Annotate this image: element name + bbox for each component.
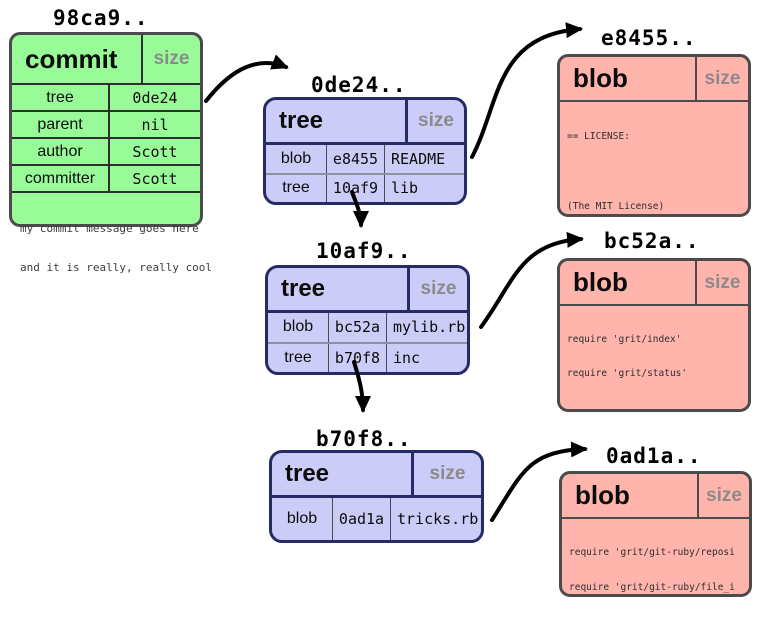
label-tree2-hash: b70f8.. [316, 427, 412, 451]
blob2-header: blob size [562, 474, 749, 519]
blob2-object-box: blob size require 'grit/git-ruby/reposi … [559, 471, 752, 597]
entry-type: blob [266, 145, 327, 173]
commit-message: my commit message goes here and it is re… [12, 193, 213, 300]
tree2-header: tree size [272, 453, 481, 498]
entry-hash: 10af9 [327, 174, 385, 202]
label-tree0-hash: 0de24.. [311, 73, 407, 97]
blob1-header: blob size [560, 261, 748, 306]
code-line: == LICENSE: [567, 131, 630, 142]
row-label: author [12, 139, 110, 164]
blob0-header: blob size [560, 57, 748, 102]
code-line [567, 401, 748, 409]
row-label: tree [12, 85, 110, 110]
label-blob1-hash: bc52a.. [604, 229, 700, 253]
blob1-content: require 'grit/index' require 'grit/statu… [560, 306, 748, 409]
blob0-type-title: blob [560, 57, 697, 100]
entry-hash: bc52a [329, 313, 387, 342]
commit-header: commit size [12, 35, 200, 85]
blob0-object-box: blob size == LICENSE: (The MIT License) … [557, 54, 751, 217]
row-value: Scott [132, 142, 178, 161]
entry-name: inc [393, 348, 421, 367]
row-label: committer [12, 166, 110, 191]
commit-object-box: commit size tree 0de24 parent nil author… [9, 32, 212, 274]
tree2-row-tricks: blob 0ad1a tricks.rb [272, 498, 481, 540]
entry-name: README [391, 149, 446, 168]
tree1-row-inc: tree b70f8 inc [268, 341, 467, 372]
tree0-size-label: size [418, 110, 454, 131]
tree2-type-title: tree [272, 453, 414, 495]
tree0-type-title: tree [266, 100, 408, 142]
label-tree1-hash: 10af9.. [316, 239, 412, 263]
entry-hash: 0ad1a [333, 498, 391, 540]
row-value: 0de24 [132, 88, 178, 107]
tree0-header: tree size [266, 100, 464, 145]
label-blob0-hash: e8455.. [601, 26, 697, 50]
code-line: require 'grit/index' [567, 334, 682, 345]
commit-message-line: and it is really, really cool [20, 261, 213, 274]
row-label: parent [12, 112, 110, 137]
label-commit-hash: 98ca9.. [53, 6, 149, 30]
blob1-object-box: blob size require 'grit/index' require '… [557, 258, 751, 412]
tree0-row-lib: tree 10af9 lib [266, 172, 464, 202]
code-line: require 'grit/status' [567, 367, 688, 379]
commit-message-line: my commit message goes here [20, 222, 199, 235]
entry-type: blob [272, 498, 333, 540]
tree2-size-label: size [429, 463, 466, 484]
blob1-size-label: size [704, 271, 741, 293]
entry-type: blob [268, 313, 329, 342]
entry-type: tree [268, 343, 329, 372]
blob0-content: == LICENSE: (The MIT License) Copyright … [560, 102, 748, 214]
entry-hash: b70f8 [329, 343, 387, 372]
row-value: Scott [132, 169, 178, 188]
entry-name: lib [391, 179, 419, 198]
blob2-content: require 'grit/git-ruby/reposi require 'g… [562, 519, 749, 594]
tree1-header: tree size [268, 268, 467, 313]
entry-hash: e8455 [327, 145, 385, 173]
commit-row-committer: committer Scott [12, 166, 200, 193]
row-value: nil [141, 115, 169, 134]
arrow-commit-to-tree0 [204, 54, 289, 103]
code-line: require 'grit/git-ruby/reposi [569, 547, 735, 558]
tree2-object-box: tree size blob 0ad1a tricks.rb [269, 450, 484, 543]
commit-size-label: size [153, 48, 190, 69]
tree1-size-label: size [420, 278, 457, 299]
blob2-size-label: size [706, 484, 742, 506]
tree1-object-box: tree size blob bc52a mylib.rb tree b70f8… [265, 265, 470, 375]
entry-type: tree [266, 174, 327, 202]
entry-name: mylib.rb [393, 318, 466, 337]
blob0-size-label: size [704, 67, 741, 89]
tree1-row-mylib: blob bc52a mylib.rb [268, 313, 467, 342]
tree0-row-readme: blob e8455 README [266, 145, 464, 173]
blob2-type-title: blob [562, 474, 699, 517]
commit-row-parent: parent nil [12, 112, 200, 139]
tree1-type-title: tree [268, 268, 410, 310]
code-line: require 'grit/git-ruby/file_i [569, 581, 735, 593]
blob1-type-title: blob [560, 261, 697, 304]
entry-name: tricks.rb [397, 510, 479, 528]
commit-row-tree: tree 0de24 [12, 85, 200, 112]
code-line [567, 165, 748, 178]
commit-type-title: commit [12, 35, 143, 83]
tree0-object-box: tree size blob e8455 README tree 10af9 l… [263, 97, 467, 205]
code-line: (The MIT License) [567, 201, 665, 212]
commit-row-author: author Scott [12, 139, 200, 166]
label-blob2-hash: 0ad1a.. [606, 444, 702, 468]
